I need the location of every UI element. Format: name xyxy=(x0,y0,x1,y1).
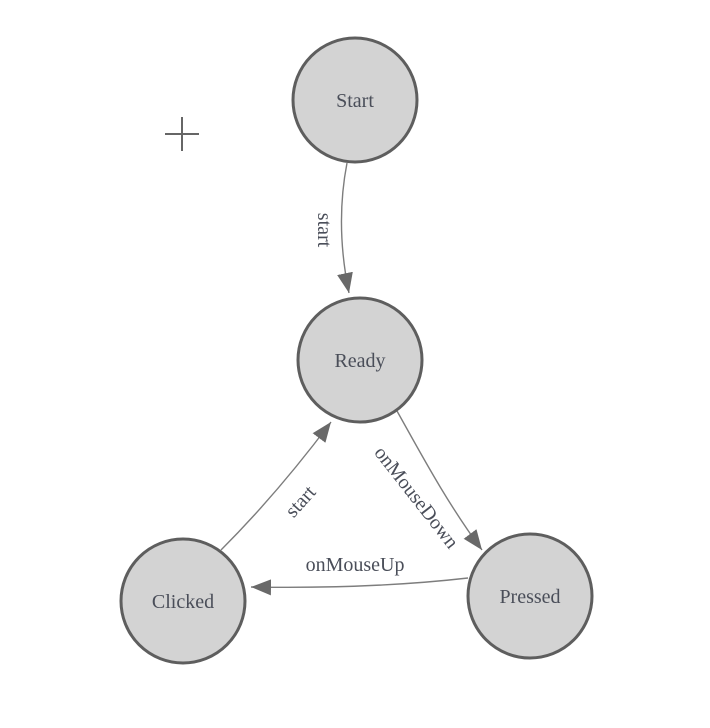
node-ready-circle[interactable] xyxy=(296,296,424,424)
node-pressed[interactable]: Pressed xyxy=(466,532,594,660)
edge-pressed-to-clicked[interactable]: onMouseUp xyxy=(250,554,469,596)
edge-label-onmousedown: onMouseDown xyxy=(370,442,463,553)
edge-label-start-1: start xyxy=(313,213,335,248)
node-start-circle[interactable] xyxy=(291,36,419,164)
node-clicked-label: Clicked xyxy=(152,591,214,613)
node-start[interactable]: Start xyxy=(291,36,419,164)
origin-crosshair-icon xyxy=(165,117,199,151)
node-ready-label: Ready xyxy=(334,350,385,372)
node-ready[interactable]: Ready xyxy=(296,296,424,424)
node-clicked[interactable]: Clicked xyxy=(119,537,247,665)
edge-ready-to-pressed-path[interactable] xyxy=(396,410,483,551)
edge-label-start-2: start xyxy=(281,481,321,522)
edge-start-to-ready-path[interactable] xyxy=(337,162,353,294)
edge-ready-to-pressed[interactable]: onMouseDown xyxy=(370,410,483,553)
node-clicked-circle[interactable] xyxy=(119,537,247,665)
edge-pressed-to-clicked-path[interactable] xyxy=(250,577,469,596)
node-pressed-circle[interactable] xyxy=(466,532,594,660)
edge-clicked-to-ready[interactable]: start xyxy=(220,421,332,551)
edge-start-to-ready[interactable]: start xyxy=(313,162,353,294)
edge-label-onmouseup: onMouseUp xyxy=(306,554,405,576)
edge-clicked-to-ready-path[interactable] xyxy=(220,421,332,551)
node-pressed-label: Pressed xyxy=(499,586,560,608)
node-start-label: Start xyxy=(336,90,374,112)
